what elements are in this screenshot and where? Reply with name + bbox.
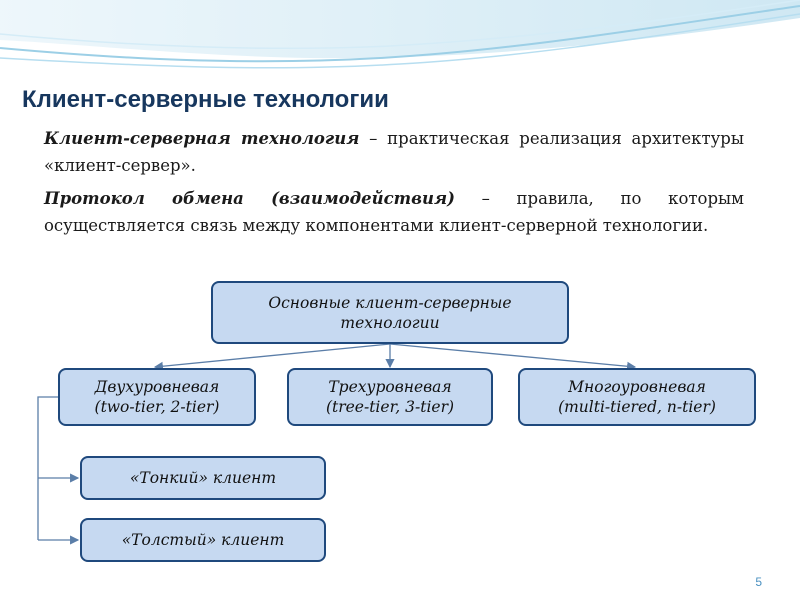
root-box-line2: технологии xyxy=(340,313,440,332)
thick-client-box: «Толстый» клиент xyxy=(80,518,326,562)
slide-title: Клиент-серверные технологии xyxy=(22,86,389,113)
root-technologies-box: Основные клиент-серверные технологии xyxy=(211,281,569,344)
connector-root-to-two-tier xyxy=(153,343,391,371)
connector-root-to-n-tier xyxy=(389,343,637,371)
n-tier-line2: (multi-tiered, n-tier) xyxy=(558,398,716,416)
thin-client-box: «Тонкий» клиент xyxy=(80,456,326,500)
thin-client-label: «Тонкий» клиент xyxy=(129,469,277,487)
definition-term: Протокол обмена (взаимодействия) xyxy=(44,189,455,208)
root-box-line1: Основные клиент-серверные xyxy=(268,293,512,312)
definition-term: Клиент-серверная технология xyxy=(44,129,360,148)
decorative-wave-header xyxy=(0,0,800,69)
connector-two-tier-bracket xyxy=(37,396,58,540)
three-tier-line2: (tree-tier, 3-tier) xyxy=(325,398,455,416)
page-number: 5 xyxy=(755,575,762,589)
definition-client-server: Клиент-серверная технология – практическ… xyxy=(44,125,744,179)
two-tier-line2: (two-tier, 2-tier) xyxy=(94,398,220,416)
n-tier-box: Многоуровневая (multi-tiered, n-tier) xyxy=(518,368,756,426)
definition-text: – практическая реализация архитектуры «к… xyxy=(44,129,744,175)
n-tier-line1: Многоуровневая xyxy=(568,378,706,396)
three-tier-line1: Трехуровневая xyxy=(328,378,452,396)
thick-client-label: «Толстый» клиент xyxy=(121,531,285,549)
two-tier-line1: Двухуровневая xyxy=(94,378,220,396)
definition-protocol: Протокол обмена (взаимодействия) – прави… xyxy=(44,185,744,239)
three-tier-box: Трехуровневая (tree-tier, 3-tier) xyxy=(287,368,493,426)
definition-text: – правила, по которым осуществляется свя… xyxy=(44,189,744,235)
two-tier-box: Двухуровневая (two-tier, 2-tier) xyxy=(58,368,256,426)
